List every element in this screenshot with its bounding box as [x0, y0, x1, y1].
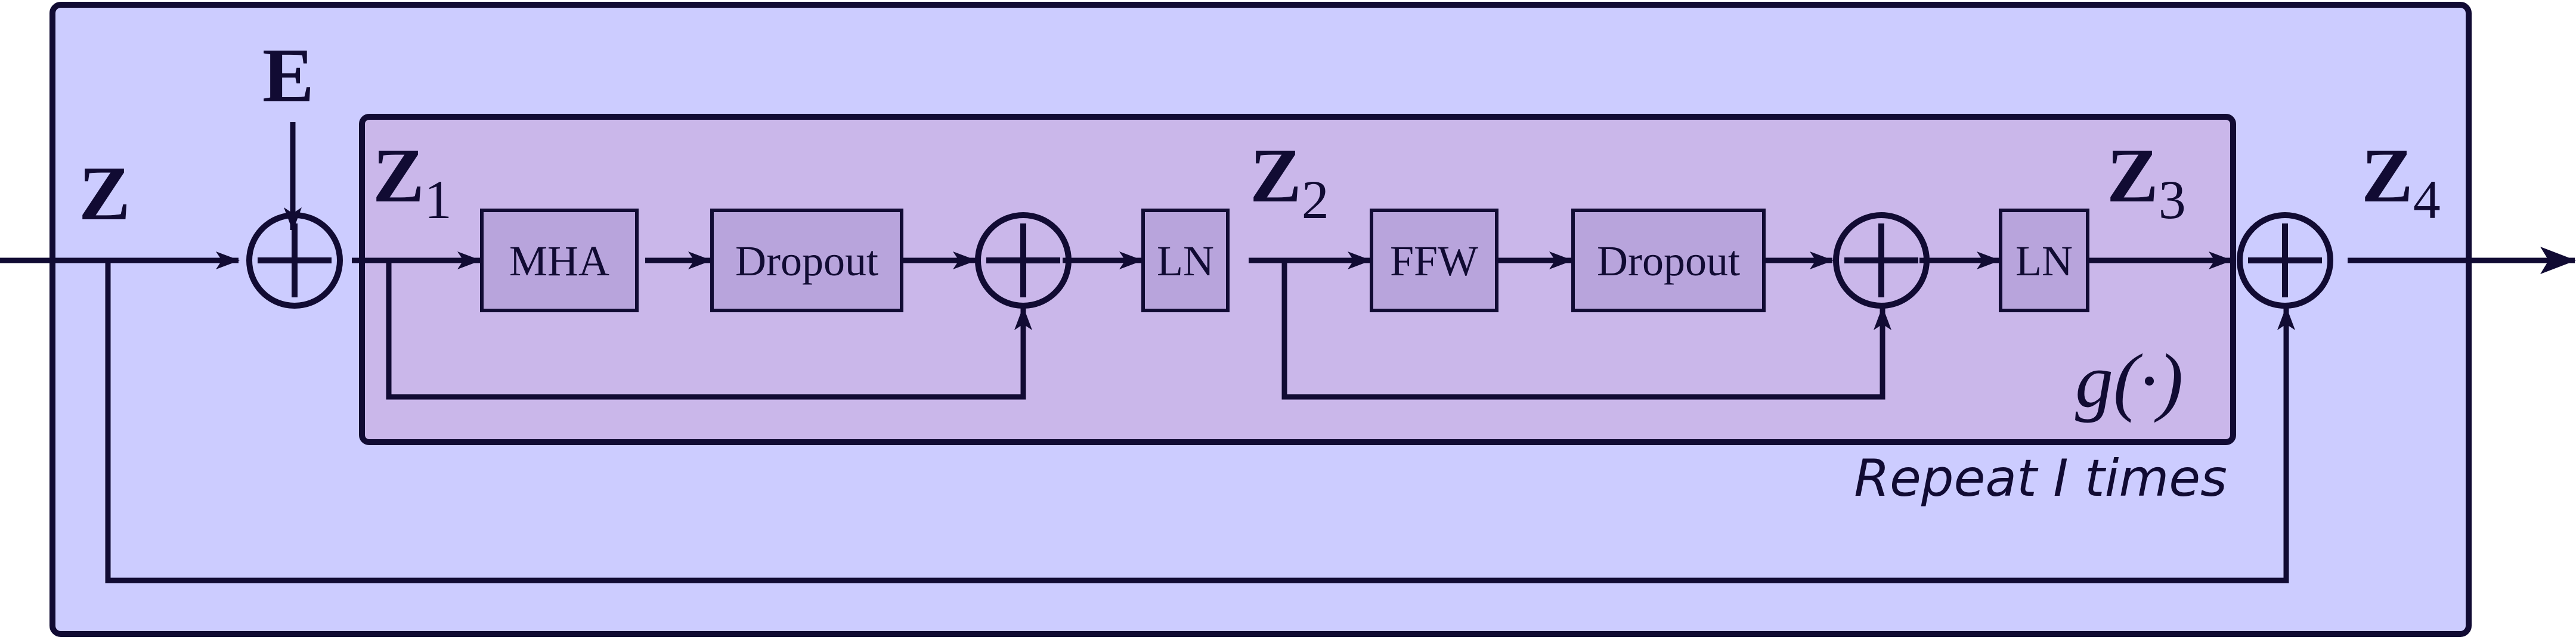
mha-block: MHA	[480, 209, 639, 312]
repeat-box	[359, 114, 2236, 445]
label-z1: Z1	[373, 133, 452, 230]
mha-label: MHA	[509, 237, 609, 285]
label-z4: Z4	[2361, 133, 2441, 230]
outer-skip	[105, 260, 2295, 583]
dropout-block-1: Dropout	[710, 209, 903, 312]
adder-embedding	[246, 212, 343, 309]
ln-block-1: LN	[1141, 209, 1230, 312]
repeat-label: Repeat I times	[1854, 449, 2227, 508]
ln-label-2: LN	[2015, 237, 2073, 285]
label-e: E	[262, 33, 314, 119]
adder-residual-2	[1833, 212, 1930, 309]
g-function-label: g(·)	[2075, 338, 2183, 423]
residual-skip-1	[386, 260, 1032, 400]
adder-residual-1	[975, 212, 1072, 309]
dropout-block-2: Dropout	[1571, 209, 1766, 312]
ffw-block: FFW	[1370, 209, 1498, 312]
ln-block-2: LN	[1999, 209, 2089, 312]
dropout-label-1: Dropout	[735, 237, 878, 285]
label-z2: Z2	[1250, 133, 1329, 230]
ln-label-1: LN	[1157, 237, 1214, 285]
residual-skip-2	[1281, 260, 1891, 400]
dropout-label-2: Dropout	[1597, 237, 1740, 285]
adder-outer	[2237, 212, 2333, 309]
label-z: Z	[79, 151, 131, 237]
ffw-label: FFW	[1390, 237, 1478, 285]
label-z3: Z3	[2107, 133, 2186, 230]
